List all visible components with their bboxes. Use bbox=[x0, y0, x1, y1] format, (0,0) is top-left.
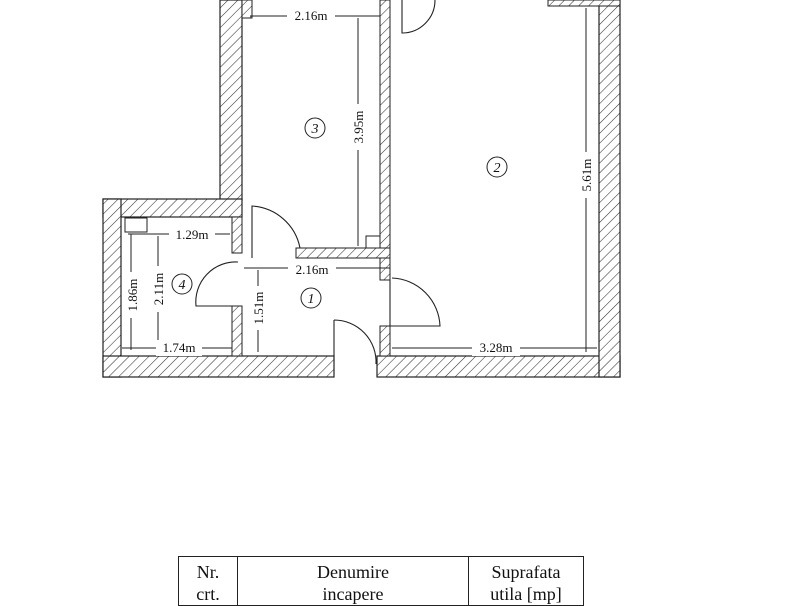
dim-room2-bottom-width: 3.28m bbox=[480, 340, 513, 355]
dim-room3-height: 3.95m bbox=[351, 111, 366, 144]
door-room2-top bbox=[401, 0, 436, 34]
walls bbox=[102, 0, 621, 378]
wall-right bbox=[598, 0, 621, 378]
svg-text:1: 1 bbox=[308, 292, 315, 307]
room-marker-1: 1 bbox=[300, 287, 322, 309]
header-suprafata-utila: Suprafata utila [mp] bbox=[468, 556, 584, 606]
partition-hall-room2-low bbox=[379, 325, 391, 357]
svg-text:3: 3 bbox=[311, 122, 319, 137]
door-room2-hall bbox=[389, 277, 441, 327]
wall-room4-top bbox=[102, 198, 243, 218]
partition-room3-top bbox=[241, 0, 253, 19]
dim-room4-height-outer: 2.11m bbox=[151, 273, 166, 305]
dim-room4-height-inner: 1.86m bbox=[125, 279, 140, 312]
partition-room4-hall-bottom bbox=[231, 305, 243, 357]
dimension-labels: 2.16m 3.95m 5.61m 1.29m 1.86m 2.11m 1.74… bbox=[124, 6, 594, 356]
wall-bottom-left bbox=[102, 355, 335, 378]
partition-hall-room2 bbox=[379, 267, 391, 281]
dim-room4-top-width: 1.29m bbox=[176, 227, 209, 242]
svg-text:2: 2 bbox=[494, 161, 501, 176]
dim-hall-width: 2.16m bbox=[296, 262, 329, 277]
wall-room2-top bbox=[547, 0, 621, 7]
dim-hall-height: 1.51m bbox=[251, 292, 266, 325]
partition-room4-hall-top bbox=[231, 216, 243, 254]
room-marker-3: 3 bbox=[304, 117, 326, 139]
dim-room4-bottom-width: 1.74m bbox=[163, 340, 196, 355]
header-denumire-incapere: Denumire incapere bbox=[237, 556, 469, 606]
shaft-box-room4 bbox=[124, 217, 148, 233]
wall-bottom-right bbox=[376, 355, 621, 378]
wall-room3-left bbox=[219, 0, 243, 201]
header-nr-crt: Nr. crt. bbox=[178, 556, 238, 606]
door-entrance bbox=[333, 319, 377, 365]
door-room4 bbox=[195, 261, 239, 307]
dim-room2-height: 5.61m bbox=[579, 159, 594, 192]
table-header-row: Nr. crt. Denumire incapere Suprafata uti… bbox=[178, 556, 584, 606]
room-marker-4: 4 bbox=[171, 273, 193, 295]
shaft-box-room3 bbox=[365, 235, 381, 249]
wall-room4-left bbox=[102, 198, 122, 378]
doors bbox=[195, 0, 441, 365]
dimension-lines bbox=[122, 8, 597, 352]
room-marker-2: 2 bbox=[486, 156, 508, 178]
room-markers: 3 2 4 1 bbox=[171, 117, 508, 309]
svg-text:4: 4 bbox=[179, 278, 186, 293]
room-legend-table: Nr. crt. Denumire incapere Suprafata uti… bbox=[178, 556, 584, 606]
dim-room3-width: 2.16m bbox=[295, 8, 328, 23]
partition-room3-hall bbox=[295, 247, 391, 259]
door-room3 bbox=[251, 205, 301, 258]
partition-room3-room2 bbox=[379, 0, 391, 269]
